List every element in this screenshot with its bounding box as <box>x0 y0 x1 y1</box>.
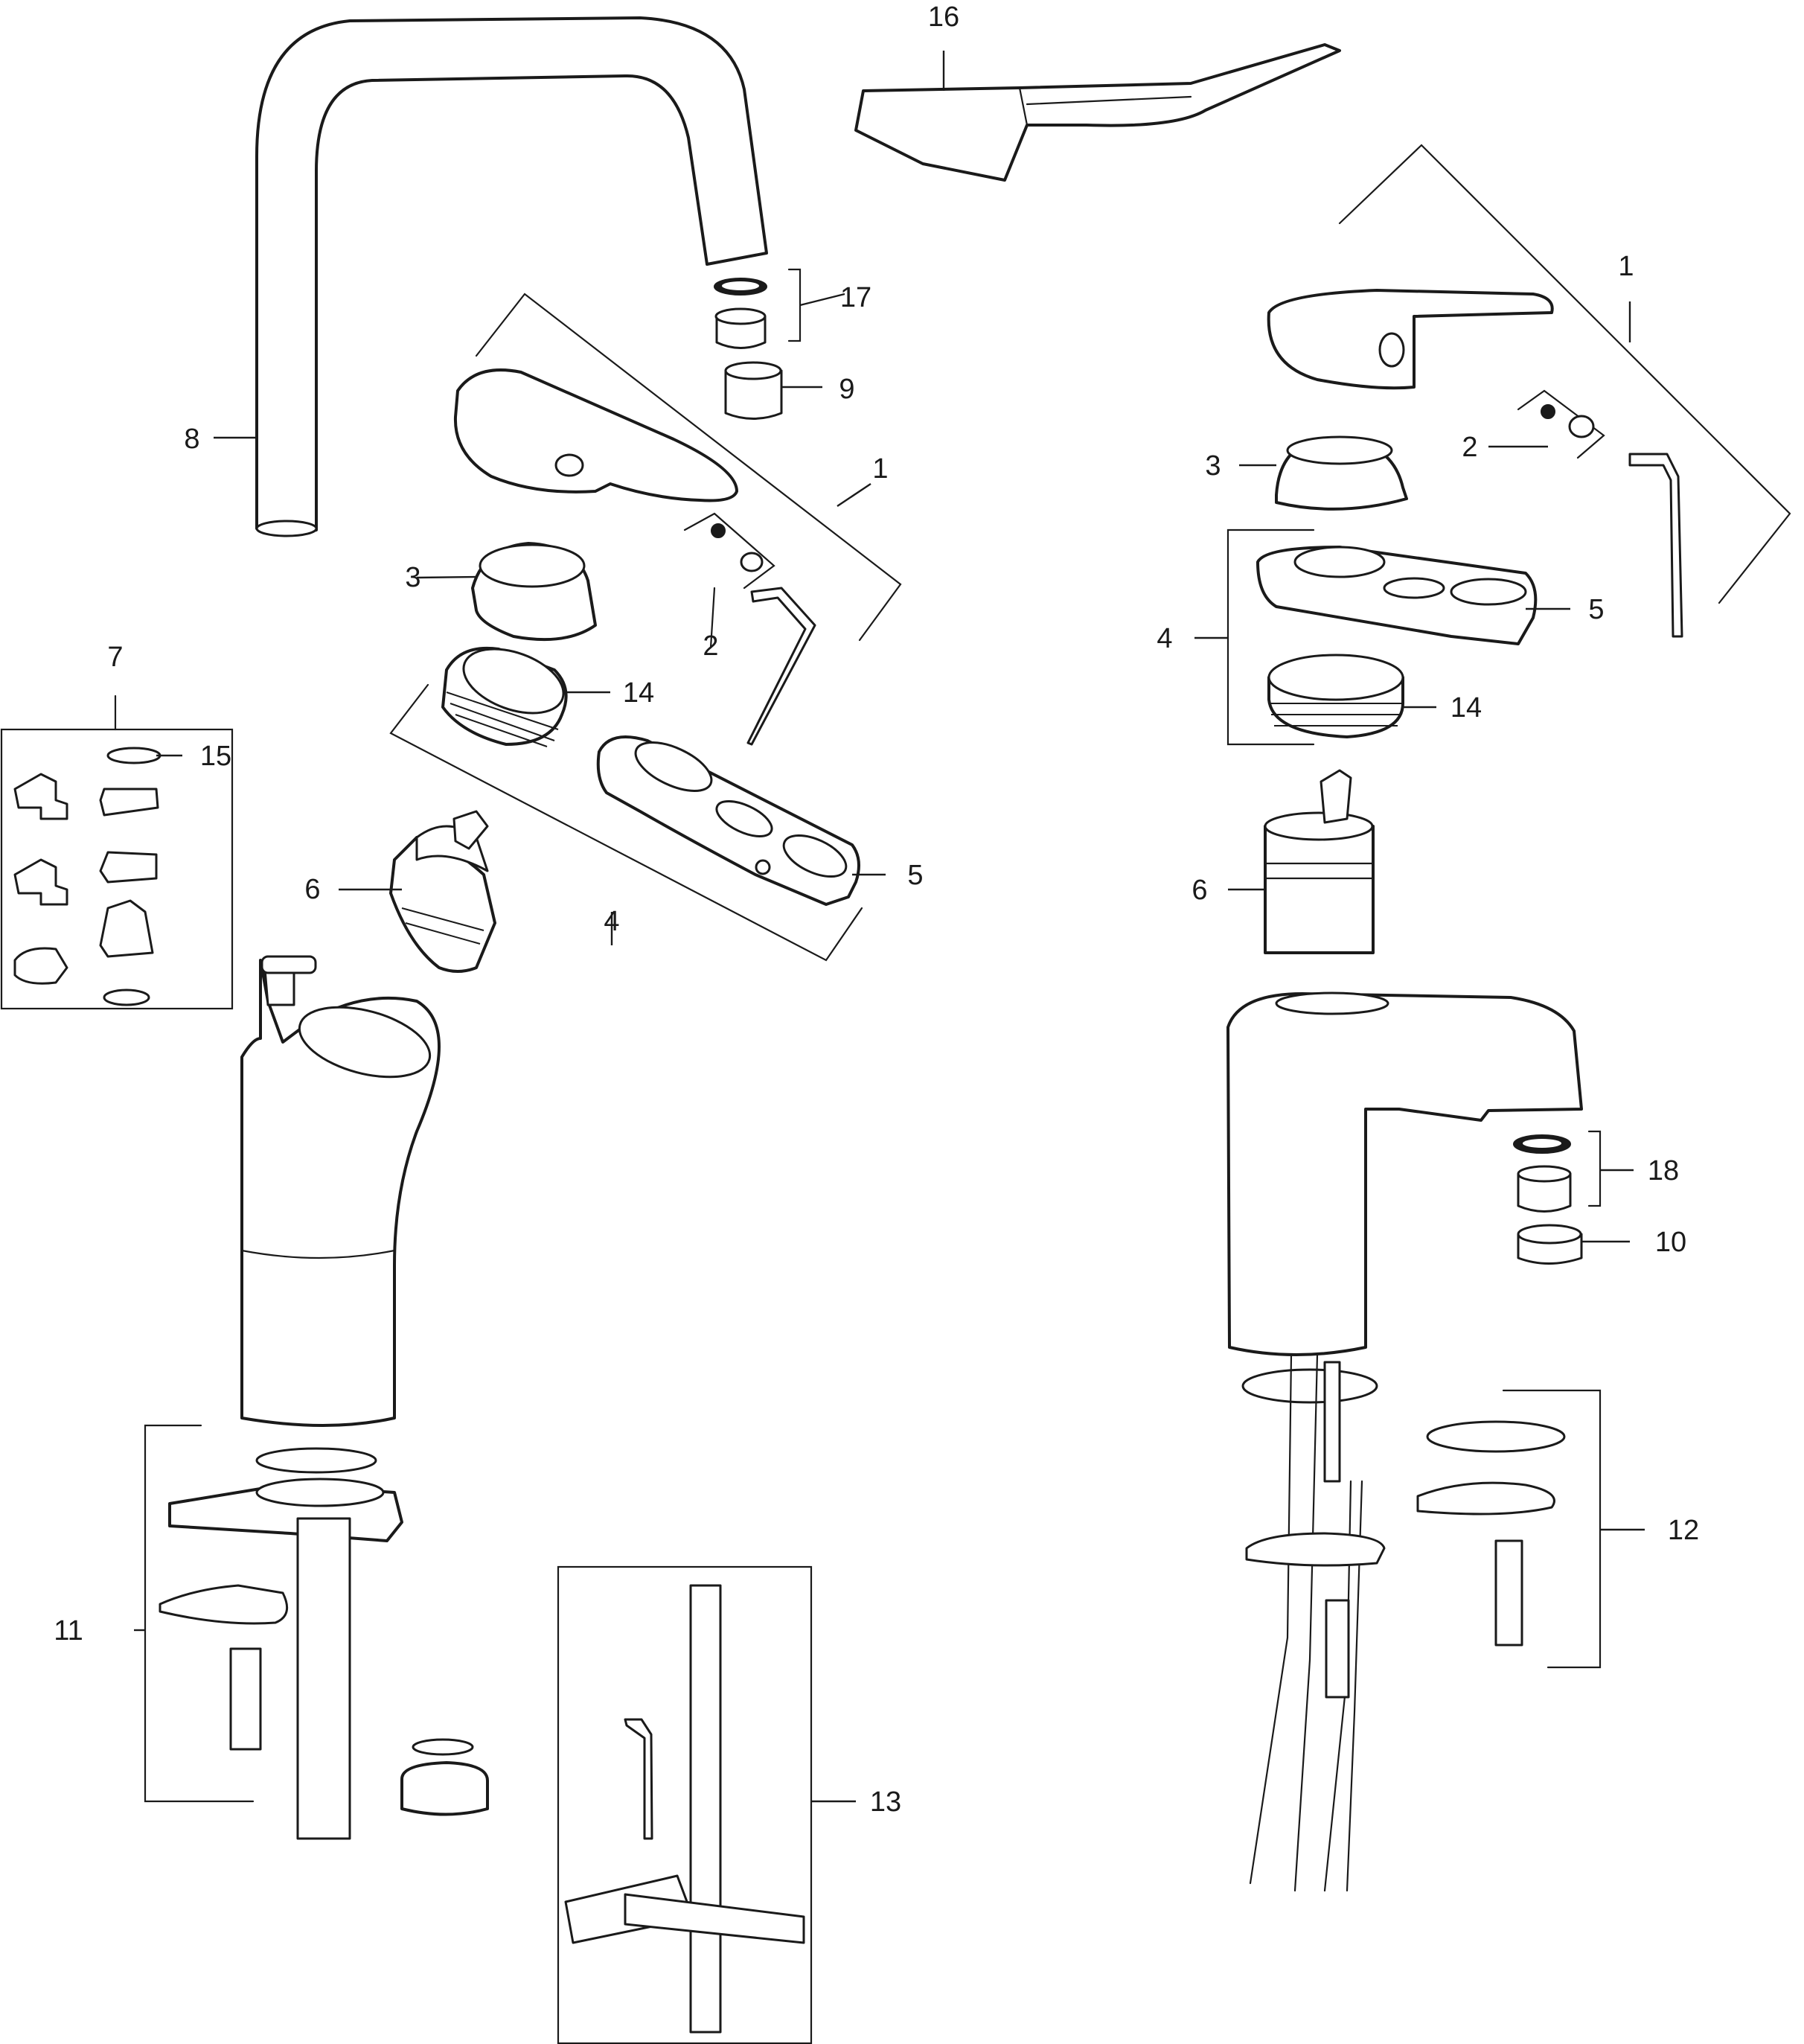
callout-2-left: 2 <box>703 630 718 662</box>
part-14-threaded-nut-left <box>441 646 568 747</box>
callout-6-left: 6 <box>304 874 320 905</box>
bracket-part-1-left <box>475 293 902 642</box>
part-2-screw-set-left <box>683 512 816 746</box>
part-16-lever-handle <box>854 43 1341 182</box>
part-13-spout-arm-box <box>557 1565 813 2044</box>
callout-13: 13 <box>870 1786 901 1818</box>
callout-9: 9 <box>839 374 854 405</box>
callout-14-right: 14 <box>1450 692 1482 724</box>
callout-4-right: 4 <box>1157 623 1172 654</box>
part-5-carrier-right <box>1256 546 1538 645</box>
callout-17: 17 <box>840 282 871 313</box>
callout-18: 18 <box>1648 1155 1679 1187</box>
part-3-cover-cap-right <box>1275 435 1408 511</box>
part-1-handle-right <box>1267 289 1554 390</box>
bracket-part-1-right <box>1338 144 1791 604</box>
part-10-aerator <box>1517 1224 1583 1265</box>
main-body-left <box>240 955 441 1427</box>
callout-14-left: 14 <box>623 677 654 709</box>
part-3-cover-cap-left <box>471 542 597 642</box>
part-18-aerator-seal-set <box>1513 1130 1602 1213</box>
callout-10: 10 <box>1655 1227 1686 1258</box>
callout-5-right: 5 <box>1588 594 1604 625</box>
callout-8: 8 <box>184 424 199 455</box>
part-7-small-parts-box <box>0 694 234 1010</box>
callout-3-left: 3 <box>405 562 420 593</box>
callout-11: 11 <box>54 1615 83 1647</box>
callout-12: 12 <box>1668 1515 1699 1546</box>
part-1-handle-left <box>453 368 738 502</box>
callout-15: 15 <box>200 741 231 772</box>
callout-3-right: 3 <box>1205 450 1221 482</box>
part-6-cartridge-right <box>1264 769 1375 954</box>
callout-16: 16 <box>928 1 959 33</box>
callout-7: 7 <box>107 642 123 673</box>
callout-4-left: 4 <box>604 906 619 937</box>
callout-5-left: 5 <box>907 860 923 891</box>
callout-6-right: 6 <box>1192 875 1207 906</box>
part-17-aerator-seal-set <box>714 268 802 349</box>
part-14-threaded-nut-right <box>1267 654 1404 738</box>
callout-2-right: 2 <box>1462 432 1477 463</box>
leader-lines <box>134 51 1645 1803</box>
mounting-and-hoses-right <box>1241 1353 1386 1892</box>
part-11-mounting-kit-left <box>144 1424 489 1840</box>
part-8-spout <box>255 16 768 537</box>
callout-1-left: 1 <box>872 453 888 485</box>
part-9-aerator <box>724 361 783 420</box>
bracket-part-4-left <box>389 683 863 962</box>
part-6-cartridge-left <box>389 810 496 973</box>
part-12-mounting-kit-right <box>1416 1389 1602 1669</box>
callout-1-right: 1 <box>1618 251 1634 282</box>
callout-labels: 16 17 8 9 1 3 2 14 7 15 6 5 4 11 13 1 2 … <box>54 1 1699 1818</box>
part-2-screw-set-right <box>1517 389 1683 638</box>
part-5-carrier-left <box>596 735 860 906</box>
